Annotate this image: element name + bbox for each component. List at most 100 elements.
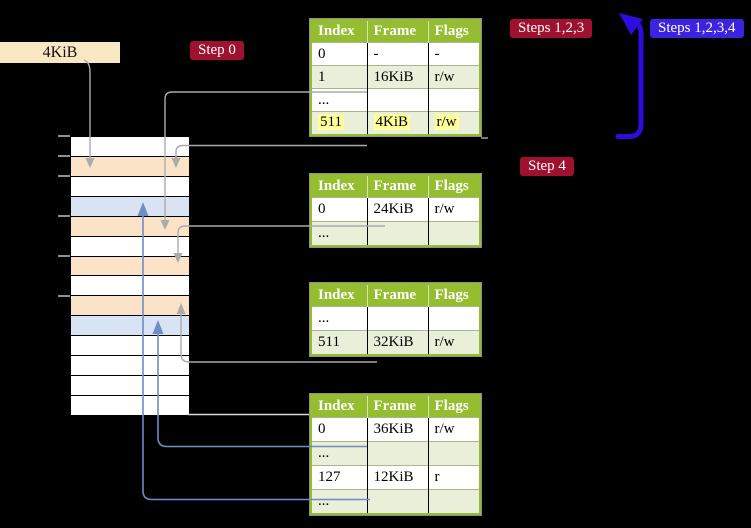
table-cell: 4KiB: [367, 111, 429, 135]
memory-frame-row-11: [71, 336, 189, 357]
table-cell: [428, 441, 480, 466]
column-header-index: Index: [311, 20, 368, 43]
table-cell: ...: [311, 88, 368, 112]
highlighted-value: 4KiB: [373, 114, 411, 131]
memory-tick: [58, 295, 70, 297]
column-header-frame: Frame: [367, 20, 429, 43]
memory-frame-row-12: [71, 356, 189, 377]
table-cell: [428, 306, 480, 331]
table-cell: [367, 441, 429, 466]
memory-tick: [58, 215, 70, 217]
table-cell: [428, 489, 480, 514]
table-row: ...: [311, 306, 480, 331]
memory-frame-row-7: [71, 256, 189, 277]
table-cell: 0: [311, 197, 368, 222]
column-header-frame: Frame: [367, 284, 429, 307]
memory-frame-row-9: [71, 296, 189, 317]
table-cell: 511: [311, 330, 368, 355]
table-cell: 127: [311, 465, 368, 490]
highlighted-value: r/w: [434, 114, 459, 131]
table-cell: r/w: [428, 330, 480, 355]
table-cell: [367, 88, 429, 112]
column-header-flags: Flags: [428, 284, 480, 307]
arrow-pt0-idx511-to-frame2: [175, 144, 367, 159]
memory-frame-row-13: [71, 376, 189, 396]
step0-badge: Step 0: [190, 41, 244, 60]
table-cell: 0: [311, 42, 368, 66]
table-cell: 1: [311, 65, 368, 89]
table-row: ...: [311, 441, 480, 466]
memory-tick: [58, 175, 70, 177]
table-cell: 32KiB: [367, 330, 429, 355]
table-cell: 12KiB: [367, 465, 429, 490]
steps-123-badge: Steps 1,2,3: [510, 19, 593, 38]
column-header-frame: Frame: [367, 175, 429, 198]
memory-frame-row-6: [71, 236, 189, 257]
column-header-flags: Flags: [428, 20, 480, 43]
table-cell: 24KiB: [367, 197, 429, 222]
column-header-index: Index: [311, 395, 368, 418]
table-cell: r/w: [428, 111, 480, 135]
table-cell: ...: [311, 221, 368, 246]
table-cell: 0: [311, 417, 368, 442]
table-row: ...: [311, 88, 480, 112]
table-cell: [367, 489, 429, 514]
table-cell: [428, 221, 480, 246]
column-header-index: Index: [311, 284, 368, 307]
table-cell: [428, 88, 480, 112]
table-cell: r/w: [428, 65, 480, 89]
table-cell: r/w: [428, 417, 480, 442]
table-cell: 36KiB: [367, 417, 429, 442]
memory-tick: [58, 155, 70, 157]
steps-1234-badge: Steps 1,2,3,4: [650, 19, 744, 38]
memory-frame-row-3: [71, 176, 189, 197]
table-cell: 511: [311, 111, 368, 135]
big-blue-arrowhead-icon: [619, 13, 643, 35]
table-cell: [367, 306, 429, 331]
table-cell: -: [428, 42, 480, 66]
column-header-flags: Flags: [428, 175, 480, 198]
memory-frame-row-10: [71, 316, 189, 337]
table-cell: ...: [311, 489, 368, 514]
table-row: 511 4KiB r/w: [311, 111, 480, 135]
table-cell: -: [367, 42, 429, 66]
memory-frame-row-2: [71, 156, 189, 177]
page-size-label: 4KiB: [0, 42, 120, 63]
table-cell: ...: [311, 306, 368, 331]
table-cell: 16KiB: [367, 65, 429, 89]
memory-frame-row-5: [71, 216, 189, 237]
table-cell: ...: [311, 441, 368, 466]
big-blue-arrow-shaft: [615, 19, 644, 139]
column-header-flags: Flags: [428, 395, 480, 418]
memory-frame-row-8: [71, 276, 189, 297]
memory-frame-row-14: [71, 395, 189, 415]
table-cell: r: [428, 465, 480, 490]
highlighted-value: 511: [318, 114, 344, 131]
memory-frame-row-1: [71, 137, 189, 157]
physical-memory-column: [70, 136, 190, 416]
column-header-index: Index: [311, 175, 368, 198]
step4-badge: Step 4: [520, 157, 574, 176]
memory-frame-row-4: [71, 196, 189, 217]
column-header-frame: Frame: [367, 395, 429, 418]
table-row: 0--: [311, 42, 480, 66]
table-row: ...: [311, 489, 480, 514]
table-cell: [367, 221, 429, 246]
table-row: ...: [311, 221, 480, 246]
memory-tick: [58, 255, 70, 257]
memory-tick: [58, 135, 70, 137]
